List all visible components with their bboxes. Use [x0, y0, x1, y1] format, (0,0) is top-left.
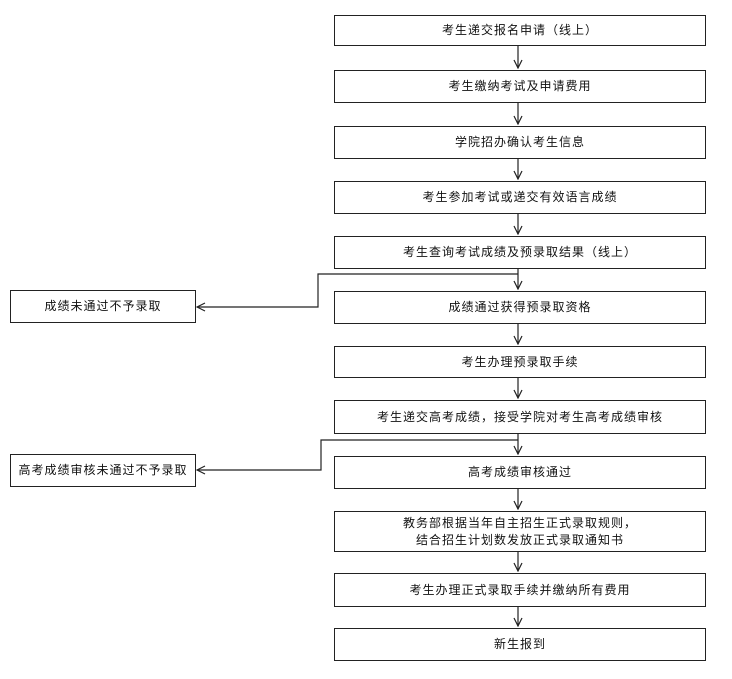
step-pay-fees: 考生缴纳考试及申请费用 — [334, 70, 706, 103]
step-query-results: 考生查询考试成绩及预录取结果（线上） — [334, 236, 706, 269]
branch-connector-gaokao-fail — [197, 439, 518, 470]
step-gaokao-review-passed: 高考成绩审核通过 — [334, 456, 706, 489]
step-take-exam: 考生参加考试或递交有效语言成绩 — [334, 181, 706, 214]
step-pre-admission-procedures: 考生办理预录取手续 — [334, 346, 706, 378]
step-formal-admission-procedures: 考生办理正式录取手续并缴纳所有费用 — [334, 573, 706, 607]
step-submit-gaokao-scores: 考生递交高考成绩，接受学院对考生高考成绩审核 — [334, 400, 706, 434]
step-submit-application: 考生递交报名申请（线上） — [334, 15, 706, 46]
step-pre-admission-qualified: 成绩通过获得预录取资格 — [334, 291, 706, 324]
step-issue-admission-notice: 教务部根据当年自主招生正式录取规则， 结合招生计划数发放正式录取通知书 — [334, 511, 706, 552]
step-confirm-info: 学院招办确认考生信息 — [334, 126, 706, 159]
branch-gaokao-review-fail: 高考成绩审核未通过不予录取 — [10, 454, 196, 487]
step-freshman-registration: 新生报到 — [334, 628, 706, 661]
branch-connector-score-fail — [197, 273, 518, 307]
branch-score-fail: 成绩未通过不予录取 — [10, 290, 196, 323]
